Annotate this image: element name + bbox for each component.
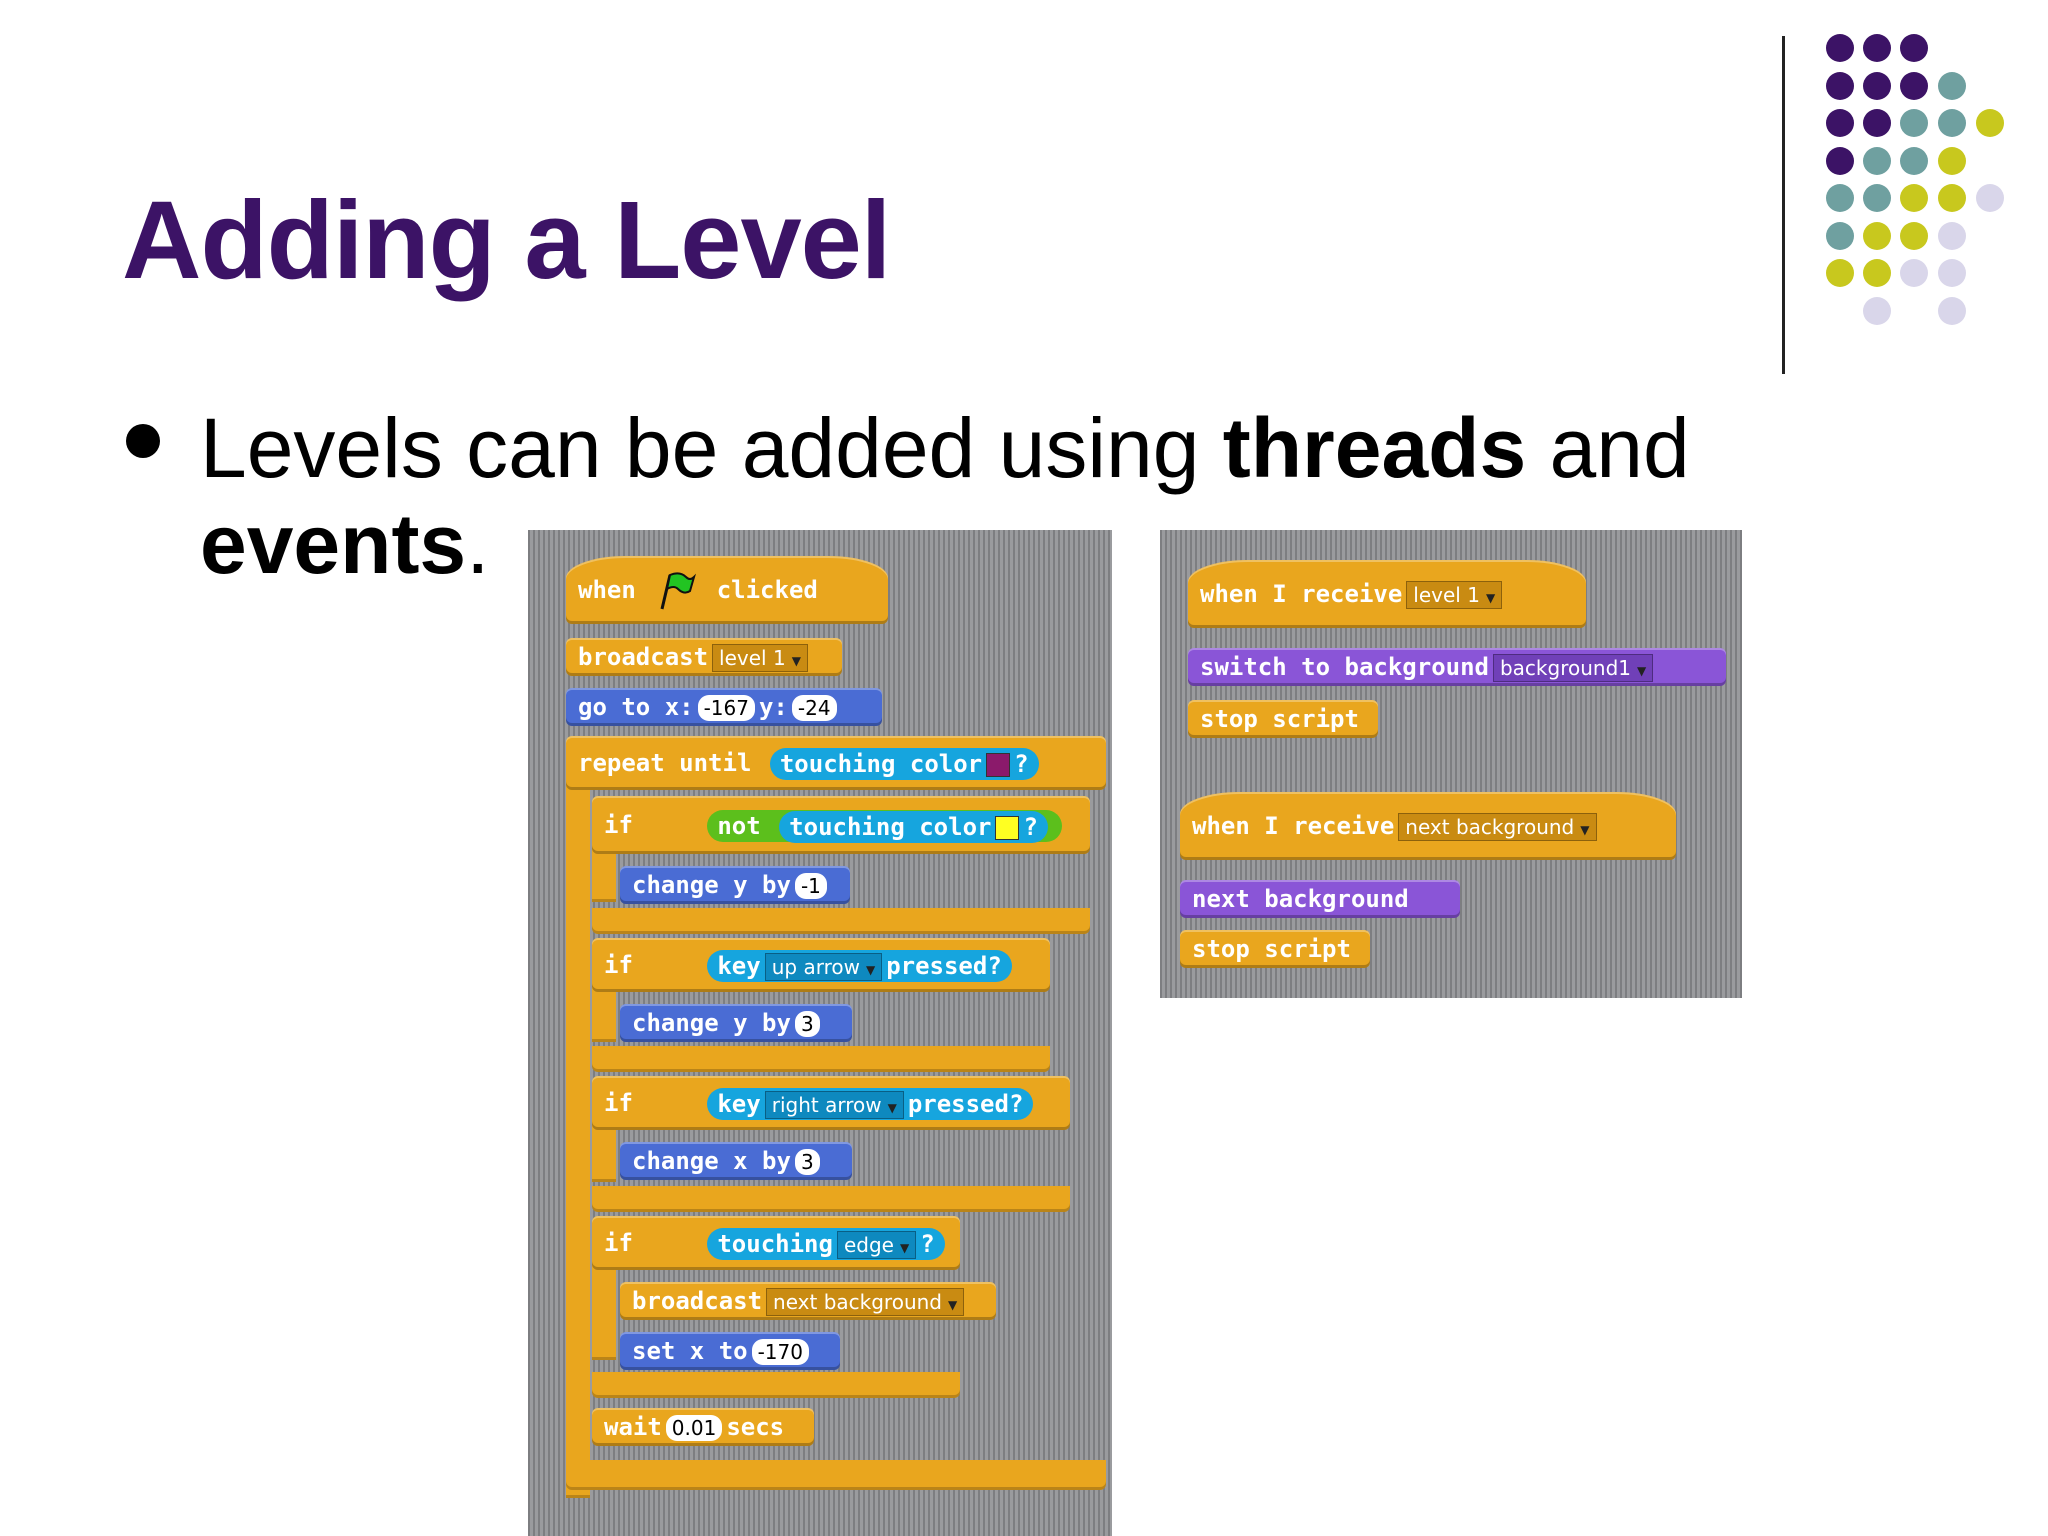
decorative-dot <box>1938 146 1966 175</box>
divider-line <box>1782 36 1785 374</box>
decorative-dot <box>1863 184 1891 212</box>
stop-script-block-1[interactable]: stop script <box>1188 700 1378 738</box>
set-x-input[interactable]: -170 <box>751 1339 809 1365</box>
if1-bottom <box>592 908 1090 934</box>
when-flag-clicked-block[interactable]: when clicked <box>566 556 888 624</box>
touching-color-sensor[interactable]: touching color? <box>769 748 1039 780</box>
broadcast-dropdown[interactable]: level 1 <box>712 644 808 672</box>
decorative-dot <box>1863 221 1891 250</box>
touching-dropdown[interactable]: edge <box>836 1231 917 1259</box>
goto-x-input[interactable]: -167 <box>697 695 755 721</box>
decorative-dot <box>1900 71 1928 100</box>
decorative-dot <box>1900 259 1928 287</box>
repeat-until-block[interactable]: repeat until touching color? <box>566 736 1106 790</box>
change-x-input[interactable]: 3 <box>794 1149 820 1175</box>
if2-bottom <box>592 1046 1050 1072</box>
set-x-block[interactable]: set x to-170 <box>620 1332 840 1370</box>
touching-color-sensor-yellow[interactable]: touching color? <box>779 811 1048 843</box>
decorative-dot <box>1900 34 1928 62</box>
decorative-dot <box>1938 184 1966 212</box>
key-dropdown-up[interactable]: up arrow <box>764 953 883 981</box>
next-background-block[interactable]: next background <box>1180 880 1460 918</box>
change-y-minus1-block[interactable]: change y by-1 <box>620 866 850 904</box>
wait-input[interactable]: 0.01 <box>665 1415 723 1441</box>
decorative-dot <box>1826 259 1854 287</box>
decorative-dot <box>1863 146 1891 175</box>
broadcast-dropdown-2[interactable]: next background <box>766 1288 965 1316</box>
slide-title: Adding a Level <box>122 179 891 302</box>
repeat-bottom <box>566 1460 1106 1490</box>
background-dropdown[interactable]: background1 <box>1492 654 1654 682</box>
repeat-arm <box>566 768 590 1498</box>
bold-threads: threads <box>1222 401 1527 495</box>
change-y-input-1[interactable]: -1 <box>794 873 827 899</box>
decorative-dot-grid <box>0 0 2048 360</box>
if4-bottom <box>592 1372 960 1398</box>
decorative-dot <box>1938 221 1966 250</box>
decorative-dot <box>1863 259 1891 287</box>
decorative-dot <box>1826 146 1854 175</box>
decorative-dot <box>1826 71 1854 100</box>
green-flag-icon <box>660 572 697 610</box>
decorative-dot <box>1976 184 2004 212</box>
decorative-dot <box>1976 109 2004 137</box>
change-y-input-2[interactable]: 3 <box>794 1011 820 1037</box>
key-dropdown-right[interactable]: right arrow <box>764 1091 904 1119</box>
decorative-dot <box>1863 71 1891 100</box>
decorative-dot <box>1900 109 1928 137</box>
decorative-dot <box>1938 296 1966 325</box>
decorative-dot <box>1826 34 1854 62</box>
decorative-dot <box>1938 109 1966 137</box>
decorative-dot <box>1826 221 1854 250</box>
not-operator[interactable]: not touching color? <box>707 810 1062 843</box>
decorative-dot <box>1826 109 1854 137</box>
if-not-touching-color-block[interactable]: if not touching color? <box>592 796 1090 854</box>
bold-events: events <box>200 497 467 591</box>
decorative-dot <box>1863 109 1891 137</box>
color-swatch-magenta[interactable] <box>986 753 1011 777</box>
receive-dropdown-2[interactable]: next background <box>1398 813 1597 841</box>
decorative-dot <box>1826 184 1854 212</box>
bullet-icon <box>126 424 160 458</box>
decorative-dot <box>1900 184 1928 212</box>
decorative-dot <box>1863 34 1891 62</box>
decorative-dot <box>1938 71 1966 100</box>
decorative-dot <box>1900 146 1928 175</box>
decorative-dot <box>1900 221 1928 250</box>
if3-bottom <box>592 1186 1070 1212</box>
decorative-dot <box>1938 259 1966 287</box>
stop-script-block-2[interactable]: stop script <box>1180 930 1370 968</box>
bullet-text: Levels can be added using threads and ev… <box>200 401 1690 591</box>
decorative-dot <box>1863 296 1891 325</box>
goto-y-input[interactable]: -24 <box>791 695 837 721</box>
receive-dropdown-1[interactable]: level 1 <box>1406 581 1503 609</box>
color-swatch-yellow[interactable] <box>995 816 1020 840</box>
